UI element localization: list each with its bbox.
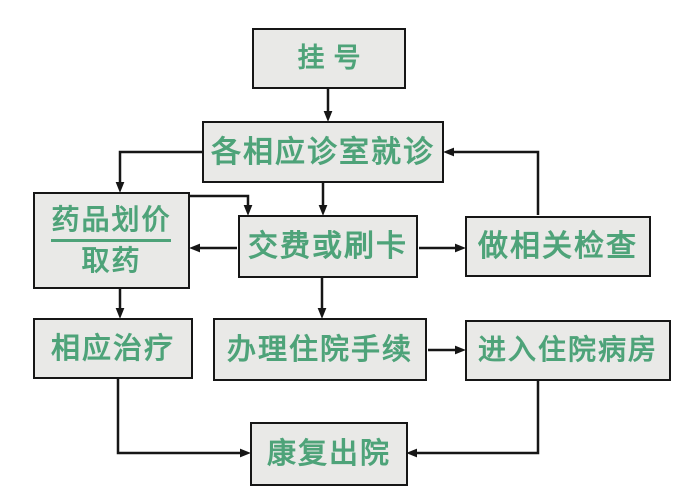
node-clinic-label: 各相应诊室就诊 [211,134,435,170]
node-exam-label: 做相关检查 [478,229,638,264]
node-clinic-visit: 各相应诊室就诊 [202,121,444,183]
node-drug-pricing-dispense: 药品划价 取药 [33,192,190,289]
edge-ward-discharge [406,381,540,458]
node-related-exams: 做相关检查 [465,216,651,277]
node-recovery-discharge: 康复出院 [250,422,408,486]
pricing-stack: 药品划价 取药 [51,202,172,277]
node-treatment-label: 相应治疗 [50,330,175,365]
fraction-divider [51,238,172,242]
edge-treatment-discharge [116,379,251,458]
node-ward-label: 进入住院病房 [477,333,658,367]
node-pricing-label-bottom: 取药 [81,243,142,277]
edge-clinic-pricing [115,150,202,193]
node-inpatient-ward: 进入住院病房 [465,320,671,381]
node-admission-procedures: 办理住院手续 [213,318,427,381]
edge-exam-clinic [443,147,540,215]
node-pay-label: 交费或刷卡 [248,229,408,264]
node-register-label: 挂号 [297,42,370,74]
node-admission-label: 办理住院手续 [226,331,413,366]
node-pricing-label-top: 药品划价 [51,202,172,236]
node-register: 挂号 [252,28,406,89]
node-discharge-label: 康复出院 [266,436,391,471]
node-pay-or-swipe-card: 交费或刷卡 [238,215,418,278]
edge-pricing-pay [190,194,253,216]
node-treatment: 相应治疗 [33,318,193,379]
